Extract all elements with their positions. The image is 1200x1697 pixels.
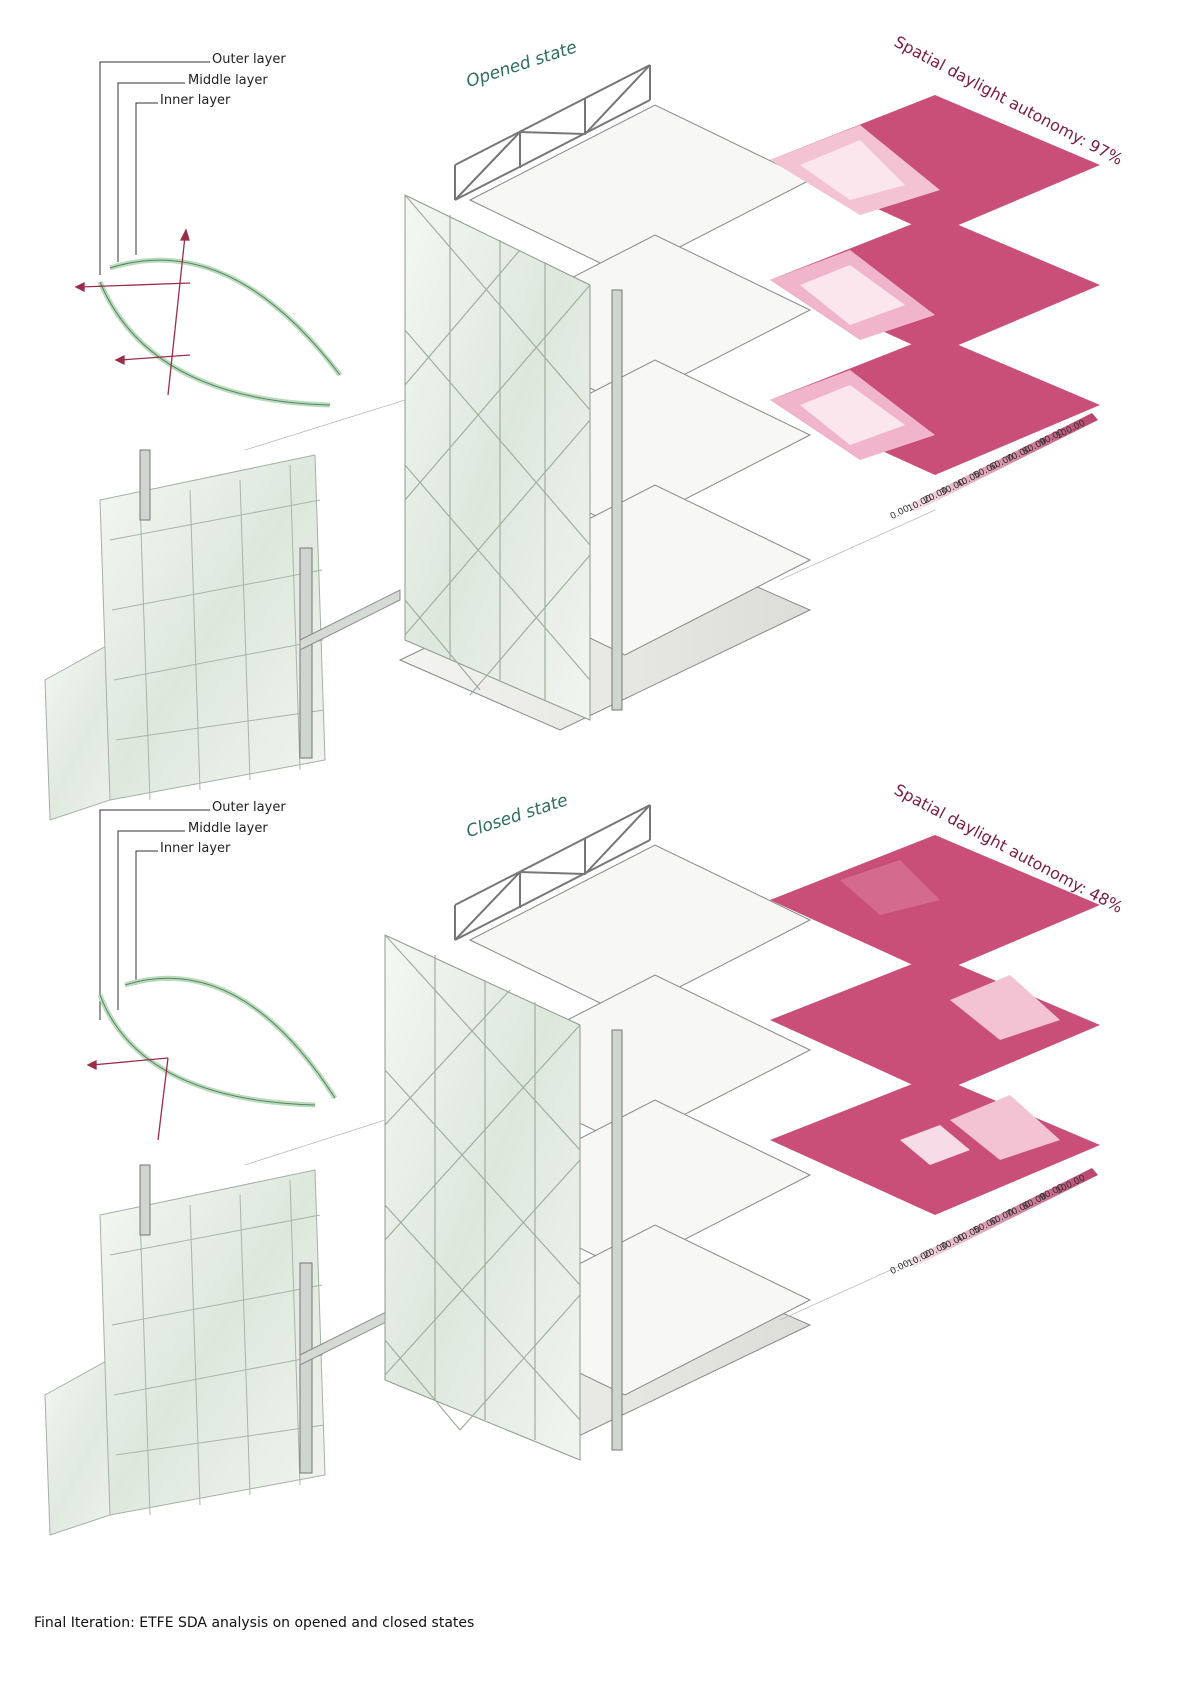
layer-leader-lines [99,61,210,275]
heatmap-floor-3 [770,1075,1100,1215]
heatmap-legend-2 [908,1168,1098,1267]
heatmap-floor-2 [770,955,1100,1095]
figure-caption: Final Iteration: ETFE SDA analysis on op… [34,1615,475,1631]
projection-lines [244,1119,936,1321]
facade-module-exploded [44,1164,401,1536]
building-tower [398,64,812,731]
orientation-arrows [74,228,191,396]
heatmap-legend-1 [908,413,1098,512]
building-tower [384,804,812,1461]
inner-layer-label: Inner layer [160,841,231,856]
heatmap-floor-2 [770,215,1100,355]
orientation-arrows [86,1057,169,1141]
opened-state-panel [44,61,1100,821]
heatmap-floor-1 [770,835,1100,975]
middle-layer-label: Middle layer [188,73,268,88]
closed-state-panel [44,804,1100,1536]
heatmap-floor-3 [770,335,1100,475]
layer-leader-lines [99,809,210,1020]
layer-section-arcs [97,257,342,408]
projection-lines [244,399,936,581]
outer-layer-label: Outer layer [212,52,286,67]
heatmap-floor-1 [770,95,1100,235]
layer-section-arcs [97,975,338,1108]
facade-module-exploded [44,449,401,821]
inner-layer-label: Inner layer [160,93,231,108]
outer-layer-label: Outer layer [212,800,286,815]
middle-layer-label: Middle layer [188,821,268,836]
